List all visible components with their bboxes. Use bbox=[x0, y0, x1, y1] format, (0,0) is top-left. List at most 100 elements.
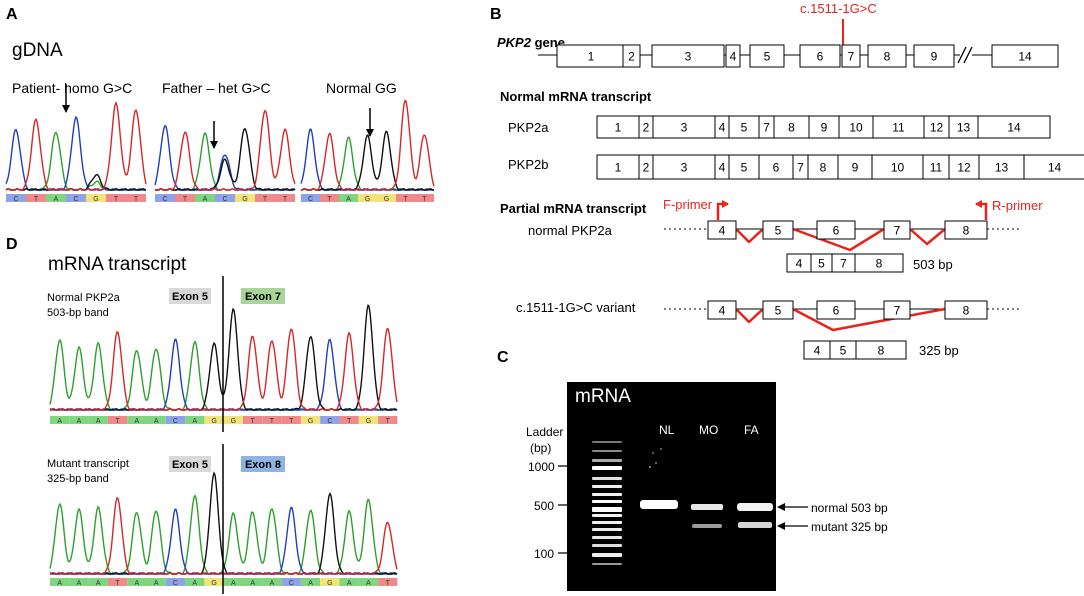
ladder-500: 500 bbox=[534, 499, 554, 513]
trace-a1-base-0: C bbox=[13, 196, 18, 203]
pkp2b-exon-9-box bbox=[837, 154, 873, 180]
normal-product-8-box bbox=[854, 253, 904, 273]
variant-product: 4 5 8 bbox=[803, 340, 907, 360]
trace-a2-T-curve bbox=[155, 109, 296, 191]
pkp2b-exon-5-box bbox=[728, 154, 760, 180]
pkp2b-exon-6-box bbox=[758, 154, 794, 180]
trace-d2-base-9: A bbox=[231, 580, 236, 587]
pkp2b-exon-1-label: 1 bbox=[615, 161, 622, 175]
trace-d1-base-16: G bbox=[366, 418, 371, 425]
trace-a3-base-2: A bbox=[346, 196, 351, 203]
mutant-exon-right: Exon 8 bbox=[245, 459, 281, 471]
trace-a2-base-2: A bbox=[203, 196, 208, 203]
ladder-lane bbox=[592, 441, 622, 565]
trace-a3-base-4: G bbox=[384, 196, 389, 203]
panel-a-letter: A bbox=[6, 6, 18, 23]
trace-d1-base-0: A bbox=[57, 418, 62, 425]
normal-product-8-label: 8 bbox=[876, 257, 883, 271]
pkp2b-exon-13-box bbox=[978, 154, 1025, 180]
trace-a2-base-5: T bbox=[263, 196, 268, 203]
trace-d2-base-4: A bbox=[135, 580, 140, 587]
partial-variant-exon-7-label: 7 bbox=[894, 304, 901, 318]
trace-a3-base-3: G bbox=[365, 196, 370, 203]
trace-a2-base-3: C bbox=[222, 196, 227, 203]
partial-variant-exon-5-label: 5 bbox=[775, 304, 782, 318]
partial-variant-exon-7-box bbox=[883, 300, 911, 320]
trace-a3-base-1: T bbox=[327, 196, 332, 203]
variant-product-size: 325 bp bbox=[919, 343, 959, 358]
gene-exon-6-label: 6 bbox=[817, 50, 824, 64]
trace-d2-base-2: A bbox=[96, 580, 101, 587]
trace-d1-base-14: C bbox=[327, 418, 332, 425]
normal-pkp2a-row-label: normal PKP2a bbox=[528, 223, 613, 238]
trace-a3-C-curve bbox=[300, 128, 435, 191]
partial-mrna-heading: Partial mRNA transcript bbox=[500, 201, 647, 216]
trace-a1-base-2: A bbox=[54, 196, 59, 203]
gene-exon-1-label: 1 bbox=[588, 50, 595, 64]
trace-d1-base-13: G bbox=[308, 418, 313, 425]
patient-trace-label: Patient- homo G>C bbox=[12, 80, 132, 96]
variant-product-8-label: 8 bbox=[878, 344, 885, 358]
trace-d1-base-7: A bbox=[192, 418, 197, 425]
trace-d2-base-17: T bbox=[386, 580, 391, 587]
normal-exon-right: Exon 7 bbox=[245, 291, 281, 303]
pkp2b-exon-12-label: 12 bbox=[957, 161, 971, 175]
trace-a1-base-5: T bbox=[114, 196, 119, 203]
gene-exon-7-label: 7 bbox=[848, 50, 855, 64]
gene-exon-2-label: 2 bbox=[628, 50, 635, 64]
trace-d1-base-4: A bbox=[135, 418, 140, 425]
gene-exon-3-box bbox=[651, 44, 725, 68]
pkp2b-exon-13-label: 13 bbox=[995, 161, 1009, 175]
pkp2a-label: PKP2a bbox=[508, 120, 549, 135]
trace-d2-base-10: A bbox=[250, 580, 255, 587]
mutant-band-label: mutant 325 bp bbox=[811, 520, 888, 534]
trace-d2-base-13: A bbox=[308, 580, 313, 587]
trace-a2-base-6: T bbox=[283, 196, 288, 203]
trace-d1-base-6: C bbox=[173, 418, 178, 425]
gel-lane-mo: MO bbox=[699, 423, 718, 437]
ladder-label: Ladder bbox=[526, 425, 563, 439]
variant-product-5-label: 5 bbox=[840, 344, 847, 358]
gene-exon-8-label: 8 bbox=[884, 50, 891, 64]
pkp2a-exon-11-label: 11 bbox=[892, 121, 905, 135]
gene-exon-14-label: 14 bbox=[1018, 50, 1032, 64]
trace-a2-base-1: T bbox=[183, 196, 188, 203]
variant-product-4-label: 4 bbox=[814, 344, 821, 358]
partial-normal-exon-8-box bbox=[944, 220, 988, 240]
pkp2a-exon-4-label: 4 bbox=[719, 121, 726, 135]
trace-a1-base-3: C bbox=[73, 196, 78, 203]
partial-variant-exon-5-box bbox=[762, 300, 794, 320]
gene-label: PKP2 gene bbox=[497, 35, 565, 50]
pkp2a-exon-2-label: 2 bbox=[643, 121, 650, 135]
gdna-heading: gDNA bbox=[12, 40, 63, 61]
gene-exon-14-box bbox=[991, 44, 1059, 68]
variant-label: c.1511-1G>C bbox=[800, 1, 877, 16]
trace-a2-G-curve bbox=[155, 127, 296, 191]
r-primer-label: R-primer bbox=[992, 198, 1043, 213]
trace-d1-base-9: G bbox=[231, 418, 236, 425]
pkp2a-exon-5-label: 5 bbox=[741, 121, 748, 135]
pkp2b-exon-11-box bbox=[922, 154, 950, 180]
gene-break-icon bbox=[957, 46, 973, 64]
partial-variant-exon-8-box bbox=[944, 300, 988, 320]
gene-exon-9-box bbox=[913, 44, 955, 68]
pkp2b-exon-12-box bbox=[948, 154, 980, 180]
pkp2a-exon-9-label: 9 bbox=[821, 121, 828, 135]
trace-d2-base-12: C bbox=[289, 580, 294, 587]
trace-d1-base-2: A bbox=[96, 418, 101, 425]
trace-d2-base-5: A bbox=[154, 580, 159, 587]
trace-a1-base-1: T bbox=[34, 196, 39, 203]
pkp2b-exon-4-label: 4 bbox=[719, 161, 726, 175]
normal-product-5-label: 5 bbox=[818, 257, 825, 271]
trace-d1-base-3: T bbox=[115, 418, 120, 425]
partial-normal-exon-5-box bbox=[762, 220, 794, 240]
trace-d1-base-1: A bbox=[77, 418, 82, 425]
trace-a3-base-6: T bbox=[422, 196, 427, 203]
